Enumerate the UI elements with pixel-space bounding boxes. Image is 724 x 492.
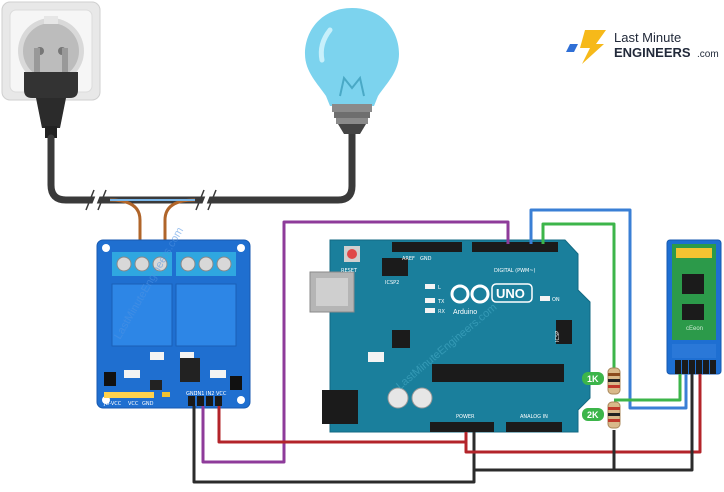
icsp2-label: ICSP2 — [385, 280, 399, 286]
brand-line3: .com — [697, 49, 719, 60]
wire-red-bt — [464, 374, 702, 454]
led-rx-label: RX — [438, 309, 445, 315]
brand-line1: Last Minute — [614, 30, 681, 45]
bt-module-label: cEeon — [686, 326, 703, 332]
hc05-bluetooth-module: cEeon — [666, 239, 722, 375]
wire-purple — [201, 220, 510, 464]
wire-red — [217, 406, 468, 444]
icsp-label: ICSP — [555, 331, 561, 342]
relay-pin-label-gnd: GND — [142, 401, 154, 407]
wire-black — [192, 406, 476, 484]
relay-pin-label-jdvcc: JD-VCC — [103, 401, 122, 407]
power-plug — [24, 48, 78, 138]
led-l-label: L — [438, 285, 441, 291]
arduino-model-label: UNO — [496, 286, 525, 301]
wire-green — [541, 222, 616, 370]
gnd-label: GND — [420, 256, 432, 262]
relay-pin-label-vcc: VCC — [128, 401, 139, 407]
brand-line2: ENGINEERS — [614, 45, 691, 60]
arduino-uno-board: RESET ICSP2 DIGITAL (PWM~) GND AREF L TX… — [309, 239, 591, 433]
analog-label: ANALOG IN — [520, 414, 548, 420]
signal-wires — [192, 208, 702, 484]
resistor-2k-label: 2K — [587, 410, 599, 420]
wire-green-bt — [614, 374, 682, 402]
relay-module: JD-VCC VCC GND GND IN1 IN2 VCC LastMinut… — [96, 225, 251, 409]
cable-break-marks — [85, 189, 217, 211]
led-tx-label: TX — [437, 299, 445, 305]
arduino-brand-label: Arduino — [453, 309, 477, 316]
relay-in-label-gnd: GND — [186, 391, 198, 397]
wire-black-bt — [472, 374, 694, 482]
lightning-logo-icon — [580, 30, 606, 64]
resistor-1k-label: 1K — [587, 374, 599, 384]
relay-in-label-in2: IN2 — [206, 391, 214, 397]
mains-cable — [47, 124, 356, 204]
resistor-2k: 2K — [582, 401, 621, 429]
digital-label: DIGITAL (PWM~) — [494, 268, 536, 274]
wire-blue — [529, 208, 688, 410]
led-on-label: ON — [552, 297, 560, 303]
light-bulb — [305, 8, 399, 134]
brand-logo: Last Minute ENGINEERS .com — [566, 30, 719, 64]
aref-label: AREF — [402, 256, 415, 262]
power-label: POWER — [456, 414, 475, 420]
relay-in-label-vcc: VCC — [216, 391, 227, 397]
resistor-1k: 1K — [582, 367, 621, 395]
arduino-logo-icon — [450, 284, 490, 304]
reset-label: RESET — [341, 268, 358, 274]
relay-in-label-in1: IN1 — [196, 391, 204, 397]
